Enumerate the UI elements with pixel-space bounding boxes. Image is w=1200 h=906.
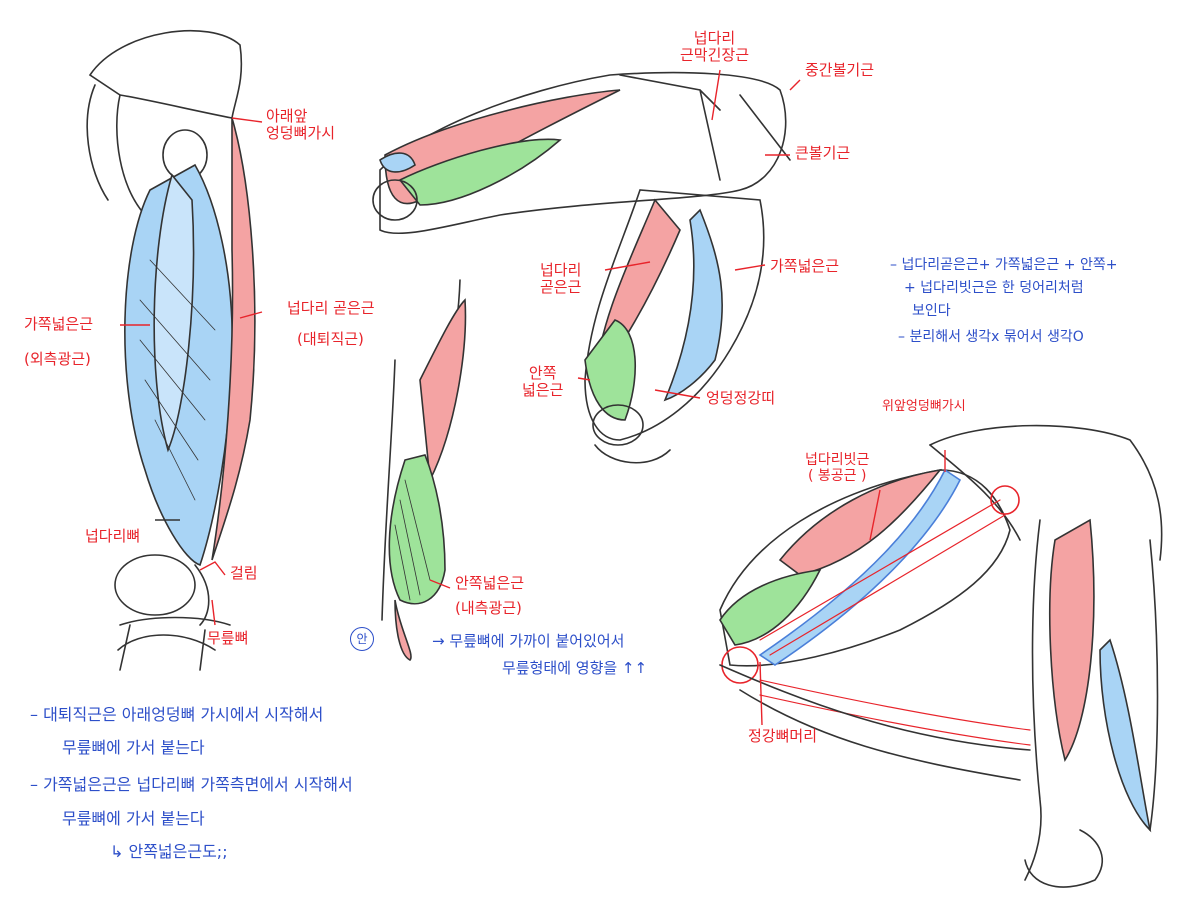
label-rectus-femoris: 넙다리 곧은근 (대퇴직근) xyxy=(287,299,375,349)
label-tensor-fascia-latae: 넙다리 근막긴장근 xyxy=(680,29,750,65)
figure-front-thigh xyxy=(86,29,256,671)
leader-lines xyxy=(120,69,946,726)
label-upper-hip-spine: 위앞엉덩뼈가시 xyxy=(882,399,966,414)
label-vastus-medialis: 안쪽넓은근 (내측광근) xyxy=(455,574,525,618)
label-tibia-head: 정강뼈머리 xyxy=(748,727,818,745)
figure-bent-leg xyxy=(372,71,791,464)
bottom-notes: – 대퇴직근은 아래엉덩뼈 가시에서 시작해서 무릎뼈에 가서 붙는다 – 가쪽… xyxy=(30,705,353,861)
label-vastus-lateralis-2: 가쪽넓은근 xyxy=(770,257,840,275)
label-patella: 무릎뼈 xyxy=(207,629,249,647)
label-notch: 걸림 xyxy=(230,564,258,582)
label-gluteus-maximus: 큰볼기근 xyxy=(795,144,851,162)
note-patella-effect: → 무릎뼈에 가까이 붙어있어서 무릎형태에 영향을 ↑↑ xyxy=(432,632,648,678)
label-gluteus-medius: 중간볼기근 xyxy=(805,61,875,79)
label-vastus-medialis-2: 안쪽 넓은근 xyxy=(522,364,564,400)
label-rectus-femoris-2: 넙다리 곧은근 xyxy=(540,261,582,297)
label-sartorius: 넙다리빗근 ( 봉공근 ) xyxy=(805,452,870,485)
label-femur: 넙다리뼈 xyxy=(85,527,141,545)
label-vastus-lateralis: 가쪽넓은근 (외측광근) xyxy=(24,315,94,369)
right-notes: – 넙다리곧은근+ 가쪽넓은근 + 안쪽+ + 넙다리빗근은 한 덩어리처럼 보… xyxy=(890,257,1118,346)
label-lower-hip-spine: 아래앞 엉덩뼈가시 xyxy=(266,107,336,143)
medial-view-mark: 안 xyxy=(350,627,374,651)
figure-medial-thigh xyxy=(381,279,467,661)
label-iliotibial-band: 엉덩정강띠 xyxy=(706,389,776,407)
figure-seated-leg xyxy=(719,424,1163,888)
